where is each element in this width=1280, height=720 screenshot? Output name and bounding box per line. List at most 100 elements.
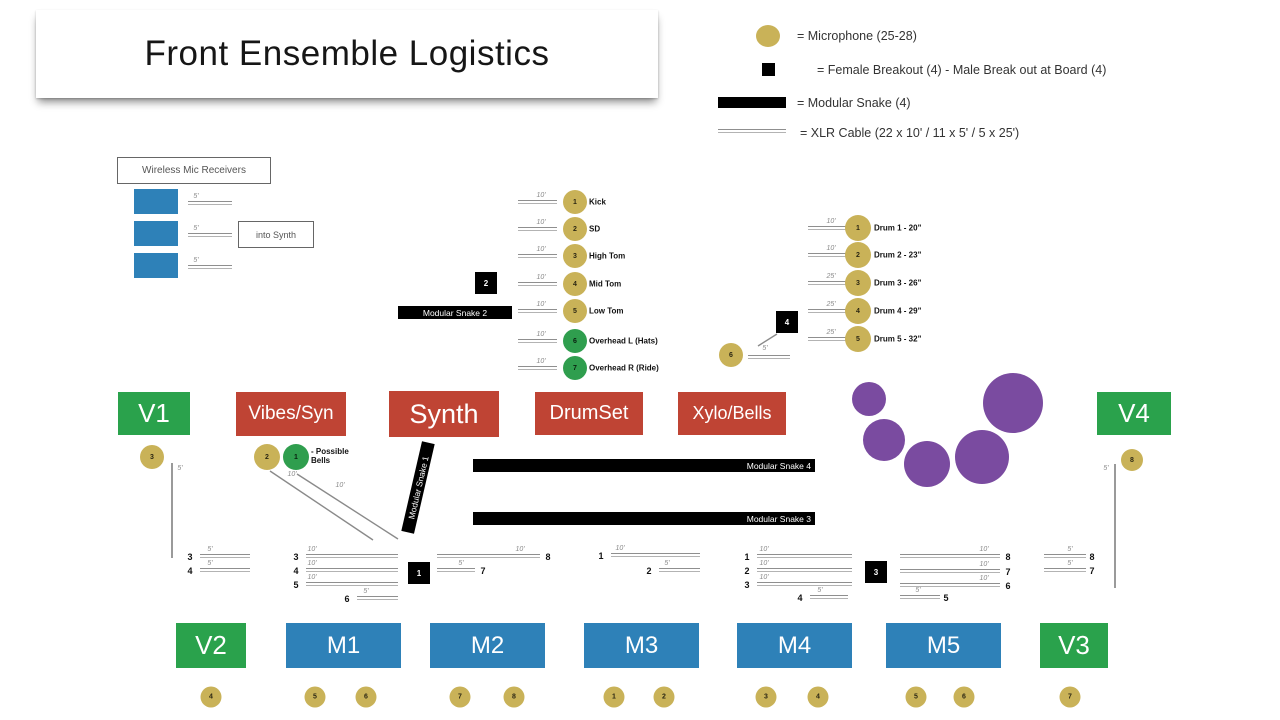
- cable-length-label: 10': [536, 301, 546, 308]
- xlr-cable-line: [518, 309, 557, 313]
- cable-number: 7: [1089, 566, 1095, 576]
- cable-length-label: 10': [615, 545, 625, 552]
- xlr-cable-line: [306, 554, 398, 558]
- station-box: M4: [737, 623, 852, 668]
- cable-number: 8: [1005, 552, 1011, 562]
- station-label: V3: [1058, 630, 1090, 660]
- diagonal-cable-line: [269, 470, 374, 541]
- xlr-cable-line: [808, 226, 850, 230]
- xlr-cable-line: [1044, 568, 1086, 572]
- cable-length-label: 25': [826, 329, 836, 336]
- cable-length-label: 5': [915, 587, 921, 594]
- cable-length-label: 10': [759, 546, 769, 553]
- mic-circle: 7: [449, 686, 471, 708]
- cable-number: 5: [293, 580, 299, 590]
- station-box: V3: [1040, 623, 1108, 668]
- mic-name: Drum 1 - 20": [874, 223, 922, 233]
- xlr-cable-line: [437, 554, 540, 558]
- mic-name: Drum 4 - 29": [874, 306, 922, 316]
- cable-number: 1: [744, 552, 750, 562]
- modular-snake-icon: [718, 97, 786, 108]
- wireless-receiver-box: [134, 253, 178, 278]
- mic-circle: 2: [563, 217, 587, 241]
- xlr-cable-line: [518, 200, 557, 204]
- xlr-cable-line: [518, 339, 557, 343]
- cable-length-label: 10': [335, 482, 345, 489]
- mic-circle: 5: [845, 326, 871, 352]
- mic-circle: 5: [905, 686, 927, 708]
- cable-number: 5: [943, 593, 949, 603]
- station-label: V1: [138, 398, 170, 428]
- microphone-icon: [756, 25, 780, 47]
- cable-length-label: 10': [826, 218, 836, 225]
- cable-length-label: 5': [458, 560, 464, 567]
- station-box: Vibes/Syn: [236, 392, 346, 436]
- legend-breakout-label: = Female Breakout (4) - Male Break out a…: [817, 63, 1107, 77]
- cable-number: 3: [293, 552, 299, 562]
- into-synth-label-box: into Synth: [238, 221, 314, 248]
- mic-circle: 4: [200, 686, 222, 708]
- cable-length-label: 10': [287, 471, 297, 478]
- mic-name: Low Tom: [589, 306, 624, 316]
- cable-length-label: 10': [536, 274, 546, 281]
- station-box: Xylo/Bells: [678, 392, 786, 435]
- gong-circle: [955, 430, 1009, 484]
- station-box: M3: [584, 623, 699, 668]
- xlr-cable-line: [900, 595, 940, 599]
- wireless-receiver-box: [134, 189, 178, 214]
- cable-number: 3: [744, 580, 750, 590]
- station-label: V4: [1118, 398, 1150, 428]
- cable-length-label: 5': [193, 257, 199, 264]
- legend-snake-label: = Modular Snake (4): [797, 96, 911, 110]
- station-box: Synth: [389, 391, 499, 437]
- xlr-cable-line: [188, 201, 232, 205]
- xlr-cable-line: [518, 227, 557, 231]
- cable-length-label: 5': [193, 193, 199, 200]
- cable-number: 7: [1005, 567, 1011, 577]
- cable-number: 2: [744, 566, 750, 576]
- cable-number: 8: [545, 552, 551, 562]
- xlr-cable-line: [188, 265, 232, 269]
- vertical-cable-line: [1114, 464, 1116, 588]
- mic-circle: 5: [304, 686, 326, 708]
- mic-circle: 8: [1121, 449, 1143, 471]
- cable-number: 1: [598, 551, 604, 561]
- xlr-cable-line: [808, 309, 850, 313]
- cable-length-label: 5': [1067, 560, 1073, 567]
- mic-circle: 6: [719, 343, 743, 367]
- mic-circle: 1: [603, 686, 625, 708]
- cable-length-label: 5': [1067, 546, 1073, 553]
- mic-name: SD: [589, 224, 601, 234]
- station-label: DrumSet: [549, 402, 629, 424]
- xlr-cable-line: [757, 582, 852, 586]
- cable-length-label: 10': [307, 560, 317, 567]
- cable-number: 4: [293, 566, 299, 576]
- xlr-cable-icon: [718, 129, 786, 133]
- station-box: M1: [286, 623, 401, 668]
- cable-length-label: 10': [536, 219, 546, 226]
- cable-length-label: 10': [307, 546, 317, 553]
- xlr-cable-line: [437, 568, 475, 572]
- xlr-cable-line: [1044, 554, 1086, 558]
- xlr-cable-line: [518, 254, 557, 258]
- cable-number: 6: [344, 594, 350, 604]
- mic-circle: 2: [653, 686, 675, 708]
- mic-name: Overhead L (Hats): [589, 336, 658, 346]
- station-label: M4: [777, 631, 812, 659]
- breakout-square: 1: [408, 562, 430, 584]
- mic-name: Drum 3 - 26": [874, 278, 922, 288]
- mic-circle: 4: [845, 298, 871, 324]
- modular-snake-bar: Modular Snake 2: [398, 306, 512, 319]
- station-label: Synth: [409, 398, 479, 429]
- modular-snake-bar: Modular Snake 3: [473, 512, 815, 525]
- station-label: V2: [195, 630, 227, 660]
- station-label: M1: [326, 631, 361, 659]
- station-box: DrumSet: [535, 392, 643, 435]
- breakout-square: 2: [475, 272, 497, 294]
- diagonal-cable-line: [296, 473, 399, 540]
- cable-length-label: 10': [536, 246, 546, 253]
- cable-number: 6: [1005, 581, 1011, 591]
- mic-name: Kick: [589, 197, 606, 207]
- mic-circle: 7: [563, 356, 587, 380]
- cable-length-label: 10': [536, 192, 546, 199]
